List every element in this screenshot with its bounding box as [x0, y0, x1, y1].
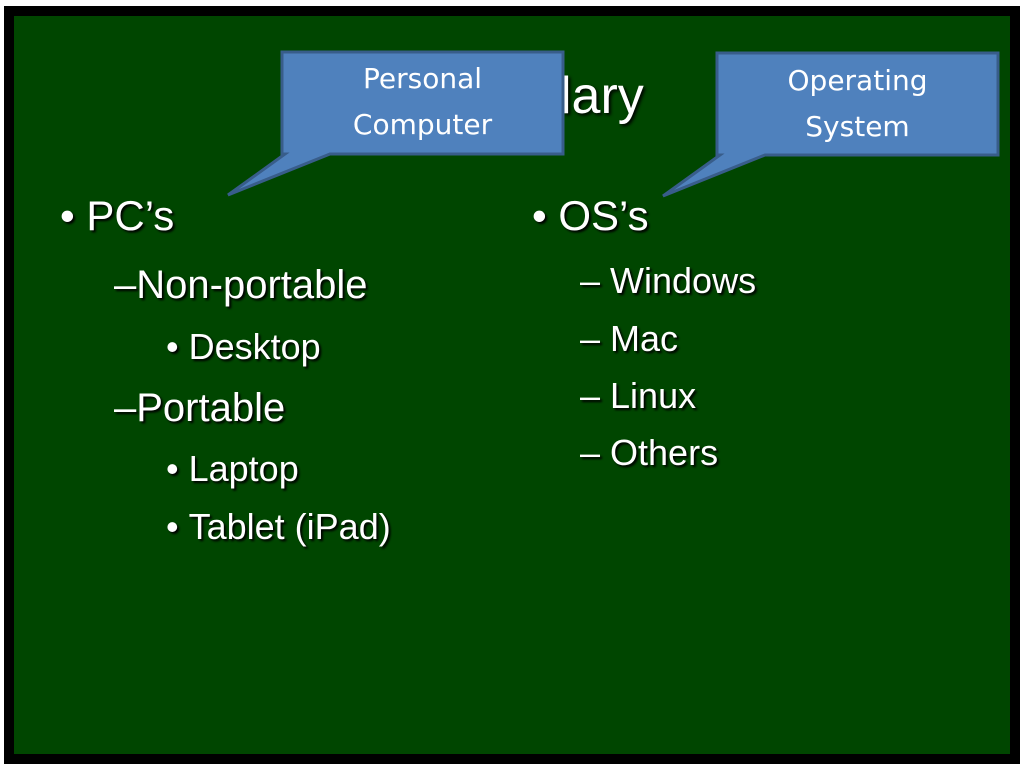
right-heading: OS’s: [558, 192, 649, 239]
bullet-dot-icon: •: [166, 448, 189, 489]
group-item: Desktop: [188, 326, 321, 367]
en-dash-icon: –: [580, 260, 611, 301]
personal-computer-callout: Personal Computer: [282, 56, 563, 148]
bullet-dot-icon: •: [166, 506, 189, 547]
title-visible-fragment: lary: [560, 67, 644, 125]
bullet-dot-icon: •: [60, 192, 87, 239]
list-item: • Laptop: [166, 448, 299, 490]
list-item: –Non-portable: [114, 263, 368, 308]
callout-line: Operating: [787, 64, 928, 97]
os-item: Others: [610, 432, 719, 473]
personal-computer-callout-shape: [227, 50, 565, 197]
bullet-dot-icon: •: [166, 326, 189, 367]
operating-system-callout: Operating System: [717, 58, 998, 150]
list-item: – Linux: [580, 375, 696, 417]
group-label: Non-portable: [136, 263, 368, 307]
callout-line: System: [805, 110, 910, 143]
os-item: Linux: [610, 375, 697, 416]
group-label: Portable: [136, 386, 286, 430]
group-item: Laptop: [188, 448, 299, 489]
left-heading: PC’s: [86, 192, 175, 239]
list-item: • Tablet (iPad): [166, 506, 391, 548]
list-item: • PC’s: [60, 192, 174, 240]
callout-line: Computer: [352, 108, 493, 141]
operating-system-callout-shape: [662, 51, 1000, 198]
list-item: – Mac: [580, 318, 678, 360]
list-item: • Desktop: [166, 326, 321, 368]
os-item: Mac: [610, 318, 679, 359]
en-dash-icon: –: [580, 375, 611, 416]
list-item: –Portable: [114, 386, 285, 431]
list-item: – Windows: [580, 260, 756, 302]
bullet-dot-icon: •: [532, 192, 559, 239]
en-dash-icon: –: [114, 386, 137, 430]
list-item: • OS’s: [532, 192, 649, 240]
en-dash-icon: –: [114, 263, 137, 307]
group-item: Tablet (iPad): [188, 506, 391, 547]
en-dash-icon: –: [580, 432, 611, 473]
en-dash-icon: –: [580, 318, 611, 359]
list-item: – Others: [580, 432, 718, 474]
callout-line: Personal: [362, 62, 483, 95]
os-item: Windows: [610, 260, 757, 301]
